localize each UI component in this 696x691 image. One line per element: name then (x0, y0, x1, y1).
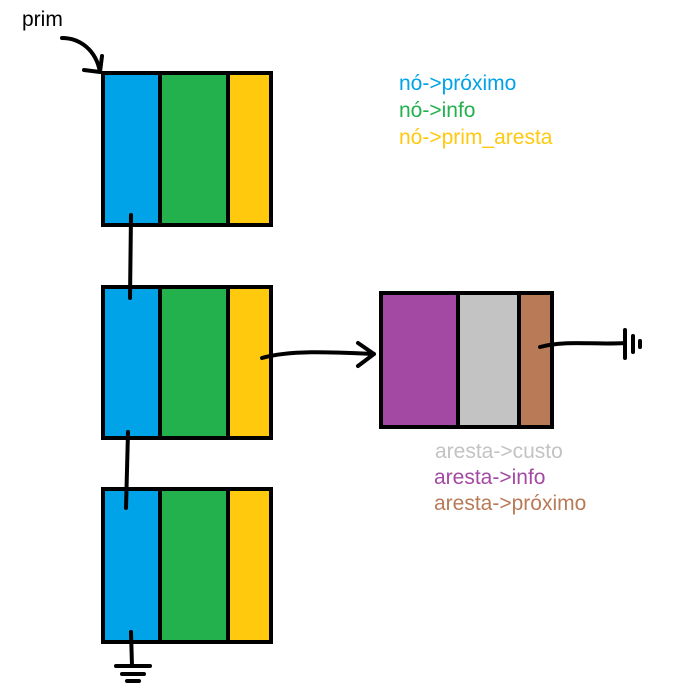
node-2-border (101, 285, 273, 440)
node-1-border (101, 71, 273, 227)
legend-edge-info: aresta->info (434, 466, 545, 489)
node-3-info-cell (160, 489, 228, 642)
node-1-next-link (128, 213, 133, 300)
legend-node-first-edge: nó->prim_aresta (399, 126, 553, 149)
legend-node-next: nó->próximo (399, 72, 516, 95)
edge-1 (379, 291, 554, 429)
node-3 (101, 487, 273, 644)
head-label: prim (22, 8, 63, 31)
node-3-first-edge-cell (228, 489, 271, 642)
legend-edge-cost: aresta->custo (435, 440, 563, 463)
node-2-info-cell (160, 287, 228, 438)
node-1-next-cell (103, 73, 160, 225)
edge-null-terminator-icon (538, 328, 642, 360)
edge-1-info-cell (381, 293, 458, 427)
node-2-next-cell (103, 287, 160, 438)
node-1 (101, 71, 273, 227)
node-2-first-edge-cell (228, 287, 271, 438)
node-1-info-cell (160, 73, 228, 225)
edge-1-next-cell (519, 293, 552, 427)
node-2 (101, 285, 273, 440)
first-edge-arrow (260, 341, 376, 368)
null-terminator-icon (114, 630, 152, 683)
node-3-border (101, 487, 273, 644)
legend-edge-next: aresta->próximo (434, 492, 586, 515)
edge-1-border (379, 291, 554, 429)
edge-1-cost-cell (458, 293, 519, 427)
node-1-first-edge-cell (228, 73, 271, 225)
node-2-next-link (124, 430, 130, 510)
legend-node-info: nó->info (399, 99, 475, 122)
head-arrow (60, 36, 104, 74)
node-3-next-cell (103, 489, 160, 642)
